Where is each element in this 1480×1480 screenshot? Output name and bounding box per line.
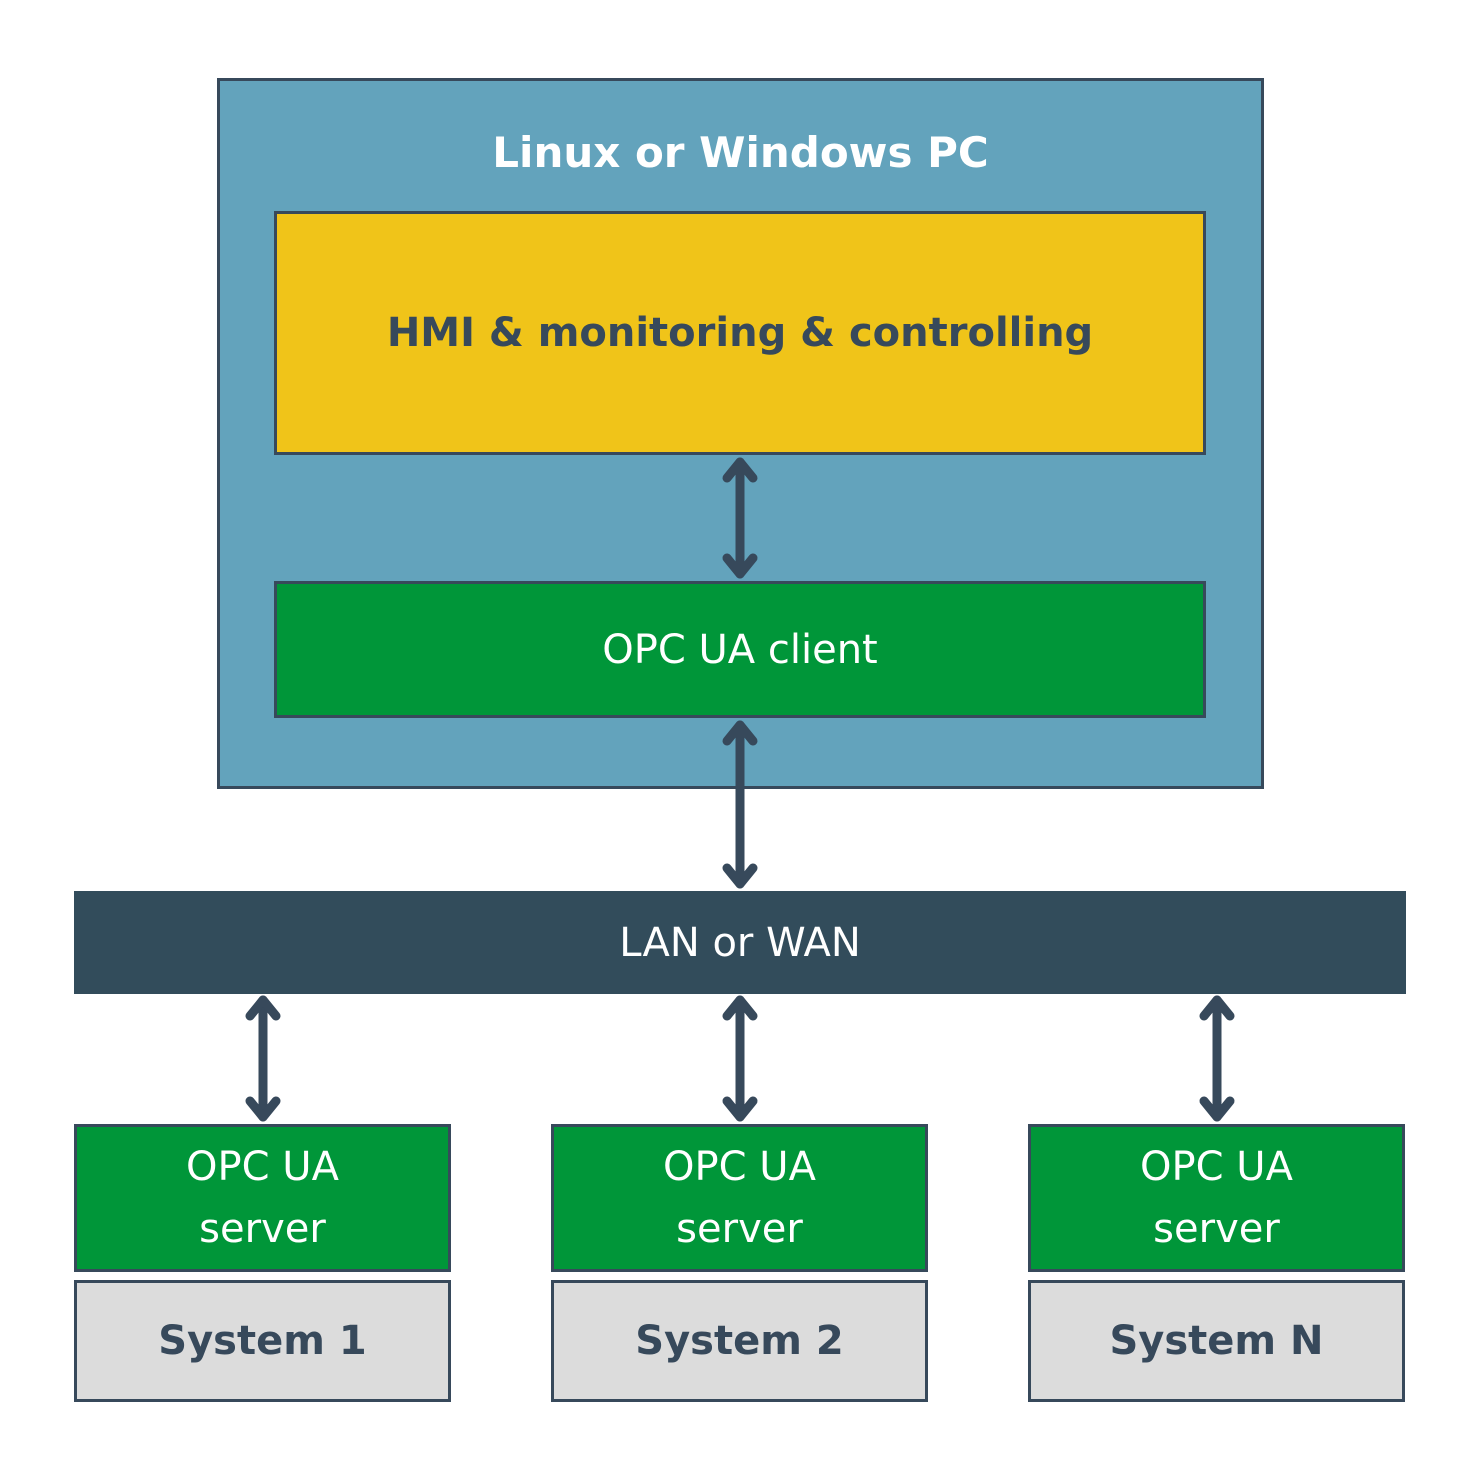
- system-label: System 2: [635, 1318, 844, 1364]
- hmi-box: HMI & monitoring & controlling: [274, 211, 1206, 455]
- system-box: System 1: [74, 1280, 451, 1402]
- system-box: System N: [1028, 1280, 1405, 1402]
- network-bar: LAN or WAN: [74, 891, 1406, 994]
- opc-ua-client-label: OPC UA client: [602, 626, 878, 673]
- arrow-network-server-2: [722, 995, 758, 1122]
- arrow-network-server-n: [1199, 995, 1235, 1122]
- hmi-label: HMI & monitoring & controlling: [386, 310, 1094, 356]
- system-label: System N: [1109, 1318, 1324, 1364]
- network-label: LAN or WAN: [619, 919, 861, 966]
- system-label: System 1: [158, 1318, 367, 1364]
- system-box: System 2: [551, 1280, 928, 1402]
- pc-title: Linux or Windows PC: [492, 128, 989, 177]
- opc-ua-client-box: OPC UA client: [274, 581, 1206, 718]
- arrow-network-server-1: [245, 995, 281, 1122]
